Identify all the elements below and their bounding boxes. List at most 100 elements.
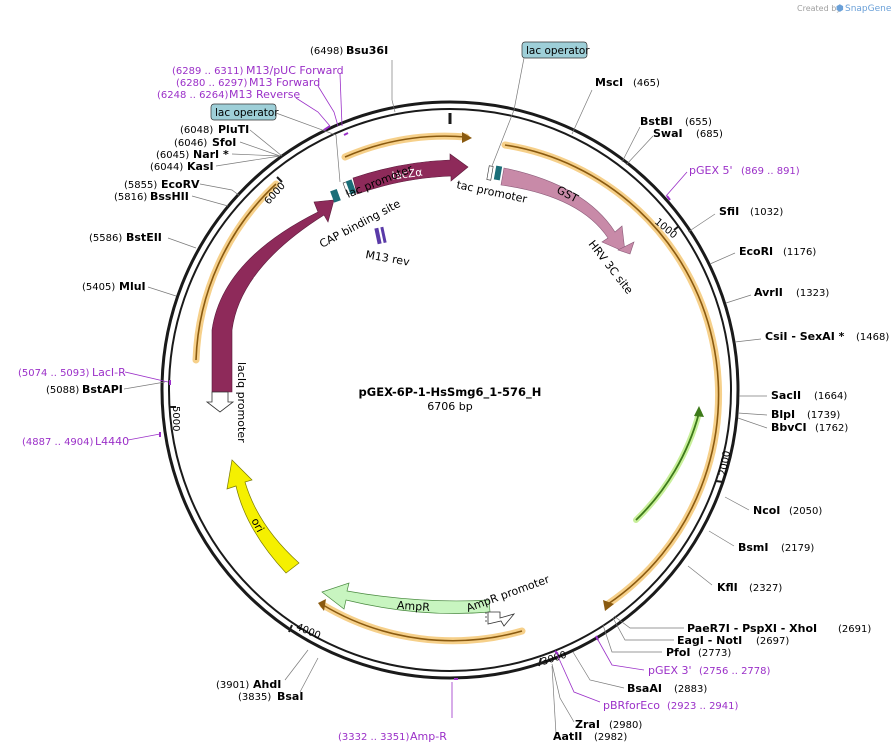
svg-text:SfiI: SfiI (719, 205, 739, 218)
enzyme-sfii[interactable]: SfiI (1032) (687, 205, 783, 233)
primer-m13-reverse[interactable]: (6248 .. 6264) M13 Reverse (157, 88, 331, 127)
svg-text:(6280 .. 6297): (6280 .. 6297) (176, 78, 248, 89)
enzyme-swai[interactable]: SwaI (685) (625, 127, 723, 166)
svg-text:(2923 .. 2941): (2923 .. 2941) (667, 701, 739, 712)
plasmid-length: 6706 bp (427, 400, 472, 413)
tick-label-5000: 5000 (170, 406, 181, 431)
primer-m13-puc-forward[interactable]: (6289 .. 6311) M13/pUC Forward (172, 64, 344, 127)
svg-text:NarI *: NarI * (193, 148, 229, 161)
green-orf-arrow[interactable] (633, 406, 704, 523)
enzyme-pluti[interactable]: (6048) PluTI (180, 123, 283, 157)
ampr-feature[interactable]: AmpR (321, 582, 491, 614)
enzyme-sfoi[interactable]: (6046) SfoI (174, 136, 281, 157)
enzyme-mlui[interactable]: (5405) MluI (82, 280, 177, 297)
svg-text:M13 Reverse: M13 Reverse (229, 88, 300, 101)
enzyme-sacii[interactable]: SacII (1664) (739, 389, 847, 402)
enzyme-bsai[interactable]: (3835) BsaI (238, 657, 319, 703)
svg-text:(2980): (2980) (609, 720, 642, 731)
svg-text:AvrII: AvrII (754, 286, 783, 299)
primer-amp-r[interactable]: (3332 .. 3351) Amp-R (338, 682, 453, 743)
backbone-outer-ring (160, 100, 740, 680)
enzyme-ahdi[interactable]: (3901) AhdI (216, 649, 309, 691)
svg-text:AatII: AatII (553, 730, 582, 743)
plasmid-name: pGEX-6P-1-HsSmg6_1-576_H (359, 385, 542, 400)
tick-label-3000: 3000 (540, 650, 568, 668)
enzyme-zrai[interactable]: ZraI (2980) (551, 663, 642, 731)
svg-text:BsaAI: BsaAI (627, 682, 662, 695)
lacza-feature[interactable]: lacZα (352, 153, 469, 195)
svg-text:(4887 .. 4904): (4887 .. 4904) (22, 437, 94, 448)
svg-text:(5405): (5405) (82, 282, 115, 293)
lac-operator-2[interactable]: lac operator (491, 41, 590, 167)
snapgene-brand-name: SnapGene (845, 4, 892, 14)
enzyme-paer7i-pspxi-xhoi[interactable]: PaeR7I - PspXI - XhoI (2691) (613, 615, 871, 635)
svg-text:(1032): (1032) (750, 207, 783, 218)
svg-text:(2982): (2982) (594, 732, 627, 743)
hrv-3c-site-feature[interactable]: HRV 3C site (586, 238, 636, 297)
enzyme-pfoi[interactable]: PfoI (2773) (602, 624, 731, 659)
svg-text:(5088): (5088) (46, 385, 79, 396)
enzyme-bsu36i[interactable]: (6498) Bsu36I (310, 44, 396, 113)
enzyme-bstapi[interactable]: (5088) BstAPI (46, 381, 166, 396)
svg-text:(2327): (2327) (749, 583, 782, 594)
svg-text:(1323): (1323) (796, 288, 829, 299)
enzyme-bbvci[interactable]: BbvCI (1762) (737, 417, 848, 434)
snapgene-logo[interactable]: Created by ⬢ SnapGene (797, 4, 892, 14)
laciq-promoter-feature[interactable]: lacIq promoter (205, 362, 248, 443)
primer-laci-r[interactable]: (5074 .. 5093) LacI-R (18, 366, 169, 383)
svg-text:(3332 .. 3351): (3332 .. 3351) (338, 732, 410, 743)
enzyme-csii-sexai[interactable]: CsiI - SexAI * (1468) (734, 330, 889, 343)
laci-feature[interactable]: lacI (211, 199, 335, 393)
enzyme-ncoi[interactable]: NcoI (2050) (724, 496, 822, 517)
lac-operator-1[interactable]: lac operator (210, 103, 341, 183)
enzyme-eagi-noti[interactable]: EagI - NotI (2697) (612, 617, 789, 647)
primer-pgex5[interactable]: pGEX 5' (869 .. 891) (665, 164, 800, 197)
svg-text:LacI-R: LacI-R (92, 366, 126, 379)
svg-text:(1739): (1739) (807, 410, 840, 421)
svg-text:(6498): (6498) (310, 46, 343, 57)
enzyme-nari[interactable]: (6045) NarI * (156, 148, 281, 161)
enzyme-blpi[interactable]: BlpI (1739) (737, 408, 840, 421)
enzyme-aatii[interactable]: AatII (2982) (551, 665, 627, 743)
svg-text:KasI: KasI (187, 160, 214, 173)
svg-text:PluTI: PluTI (218, 123, 249, 136)
enzyme-bsmi[interactable]: BsmI (2179) (708, 530, 814, 554)
enzyme-bsaai[interactable]: BsaAI (2883) (572, 651, 707, 695)
enzyme-bstbi[interactable]: BstBI (655) (621, 115, 712, 163)
svg-text:(2179): (2179) (781, 543, 814, 554)
svg-text:pGEX 5': pGEX 5' (689, 164, 733, 177)
ampr-promoter-feature[interactable]: AmpR promoter (465, 573, 552, 627)
backbone-inner-ring (168, 108, 732, 672)
svg-text:(2883): (2883) (674, 684, 707, 695)
svg-text:(3901): (3901) (216, 680, 249, 691)
enzyme-msci[interactable]: MscI (465) (571, 76, 660, 135)
svg-text:SwaI: SwaI (653, 127, 683, 140)
svg-text:BbvCI: BbvCI (771, 421, 807, 434)
svg-text:BsaI: BsaI (277, 690, 303, 703)
svg-text:(2050): (2050) (789, 506, 822, 517)
svg-text:SacII: SacII (771, 389, 801, 402)
enzyme-bsshii[interactable]: (5816) BssHII (114, 190, 229, 207)
primer-l4440[interactable]: (4887 .. 4904) L4440 (22, 433, 161, 448)
ori-feature[interactable]: ori (226, 459, 300, 574)
svg-text:PaeR7I - PspXI - XhoI: PaeR7I - PspXI - XhoI (687, 622, 817, 635)
orange-orf-track[interactable] (192, 132, 723, 645)
enzyme-kfli[interactable]: KflI (2327) (687, 565, 782, 594)
primer-pgex3[interactable]: pGEX 3' (2756 .. 2778) (597, 639, 771, 677)
primer-pbrforeco[interactable]: pBRforEco (2923 .. 2941) (555, 651, 739, 712)
primer-m13-forward[interactable]: (6280 .. 6297) M13 Forward (176, 76, 339, 127)
enzyme-kasi[interactable]: (6044) KasI (150, 155, 281, 173)
svg-text:pGEX 3': pGEX 3' (648, 664, 692, 677)
svg-text:lac operator: lac operator (526, 45, 590, 57)
lacza-label: lacZα (391, 166, 423, 183)
enzyme-ecori[interactable]: EcoRI (1176) (709, 245, 816, 265)
svg-text:(6048): (6048) (180, 125, 213, 136)
svg-text:pBRforEco: pBRforEco (603, 699, 660, 712)
svg-text:(869 .. 891): (869 .. 891) (741, 166, 800, 177)
laciq-promoter-label: lacIq promoter (235, 362, 248, 443)
enzyme-bsteii[interactable]: (5586) BstEII (89, 231, 197, 249)
enzyme-ecorv[interactable]: (5855) EcoRV (124, 178, 241, 197)
enzyme-avrii[interactable]: AvrII (1323) (725, 286, 829, 304)
